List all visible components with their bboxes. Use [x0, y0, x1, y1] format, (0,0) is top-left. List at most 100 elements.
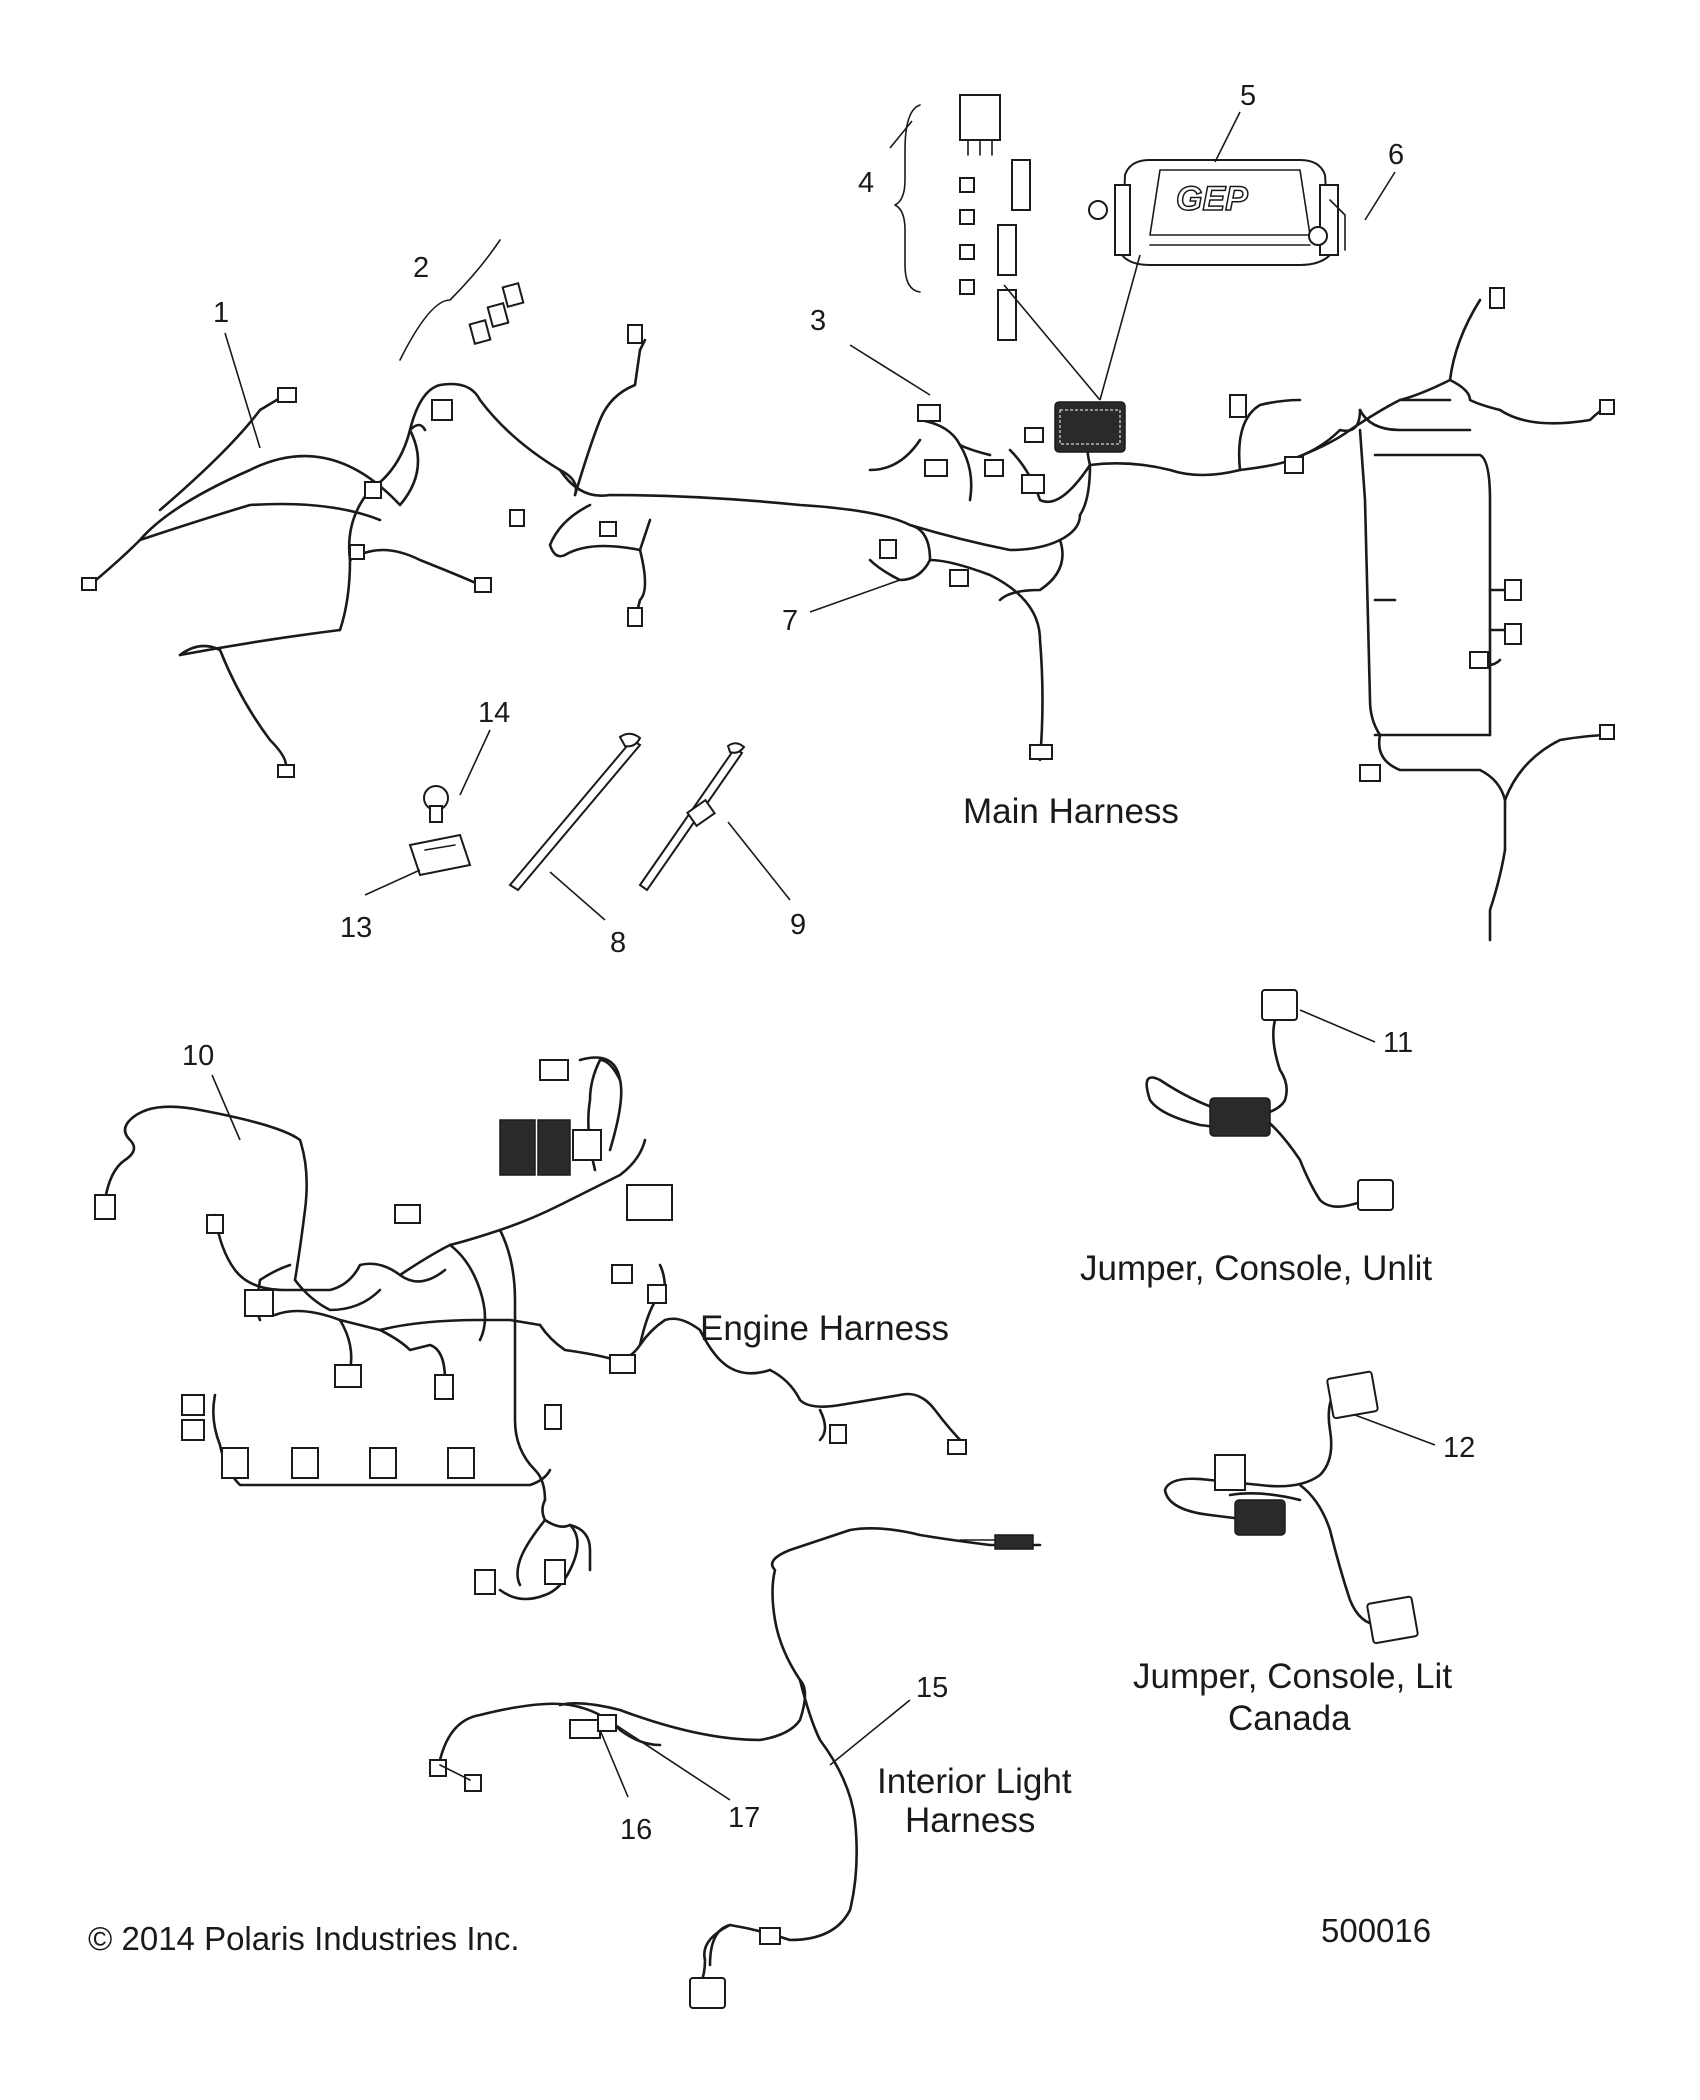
cable-tie-9	[638, 742, 746, 892]
connector-icon	[539, 1059, 569, 1081]
terminal-icon	[464, 1774, 482, 1792]
callout-16: 16	[620, 1814, 652, 1846]
connector-icon	[689, 1977, 726, 2009]
connector-icon	[474, 1569, 496, 1595]
callout-5: 5	[1240, 80, 1256, 112]
copyright-text: © 2014 Polaris Industries Inc.	[88, 1920, 520, 1957]
connector-icon	[394, 1204, 421, 1224]
connector-icon	[626, 1184, 673, 1221]
main-harness-connectors	[81, 287, 1615, 782]
engine-harness	[103, 1056, 967, 1601]
connector-icon	[1024, 427, 1044, 443]
terminal-shells-2	[399, 239, 525, 361]
connector-icon	[544, 1559, 566, 1585]
screw-icon	[1308, 226, 1328, 246]
mini-fuse-icon	[959, 177, 975, 295]
connector-icon	[917, 404, 941, 422]
callout-2: 2	[413, 252, 429, 284]
interior-light-label-line2: Harness	[905, 1801, 1035, 1840]
connector-icon	[1469, 651, 1489, 669]
group-labels: Main Harness Engine Harness Jumper, Cons…	[700, 792, 1452, 1840]
jumper-lit-label-line1: Jumper, Console, Lit	[1133, 1657, 1452, 1696]
connector-icon	[569, 1719, 601, 1739]
engine-harness-connectors	[94, 1059, 967, 1595]
ecu-connector-icon	[499, 1119, 536, 1176]
injector-connector-icon	[221, 1447, 249, 1479]
connector-icon	[829, 1424, 847, 1444]
connector-icon	[1504, 579, 1522, 601]
connector-icon	[627, 607, 643, 627]
connector-icon	[434, 1374, 454, 1400]
connector-icon	[949, 569, 969, 587]
main-harness	[88, 298, 1612, 942]
callout-1: 1	[213, 297, 229, 329]
connector-icon	[81, 577, 97, 591]
callout-10: 10	[182, 1040, 214, 1072]
edge-clip-icon	[686, 798, 716, 828]
leader-lines	[211, 111, 1436, 1801]
connector-icon	[181, 1394, 205, 1416]
connector-icon	[349, 544, 365, 560]
injector-connector-icon	[369, 1447, 397, 1479]
terminal-icon	[429, 1759, 447, 1777]
connector-icon	[1229, 394, 1247, 418]
connector-icon	[277, 387, 297, 403]
connector-icon	[994, 1534, 1034, 1550]
main-harness-label: Main Harness	[963, 792, 1179, 831]
connector-icon	[1357, 1179, 1394, 1211]
connector-icon	[244, 1289, 274, 1317]
fuse-box-connector-icon	[1054, 401, 1126, 453]
relay-and-fuses-4	[894, 94, 1031, 341]
connector-icon	[544, 1404, 562, 1430]
connector-icon	[181, 1419, 205, 1441]
connector-icon	[334, 1364, 362, 1388]
callout-8: 8	[610, 927, 626, 959]
connector-icon	[879, 539, 897, 559]
callout-11: 11	[1383, 1027, 1413, 1059]
connector-icon	[1489, 287, 1505, 309]
cable-tie-8	[508, 732, 642, 892]
connector-icon	[647, 1284, 667, 1304]
jumper-unlit-label: Jumper, Console, Unlit	[1080, 1249, 1432, 1288]
interior-light-harness	[429, 1527, 1042, 2009]
engine-harness-label: Engine Harness	[700, 1309, 949, 1348]
connector-icon	[609, 1354, 636, 1374]
connector-icon	[1599, 724, 1615, 740]
connector-icon	[1504, 623, 1522, 645]
connector-icon	[1209, 1097, 1271, 1137]
connector-icon	[627, 324, 643, 344]
callout-15: 15	[916, 1672, 948, 1704]
connector-icon	[1326, 1370, 1379, 1420]
injector-connector-icon	[447, 1447, 475, 1479]
screw-14	[423, 785, 449, 823]
connector-icon	[947, 1439, 967, 1455]
callout-4: 4	[858, 167, 874, 199]
connector-icon	[1029, 744, 1053, 760]
connector-icon	[759, 1927, 781, 1945]
fuse-box-logo: GEP	[1176, 180, 1248, 218]
connector-icon	[1599, 399, 1615, 415]
connector-icon	[94, 1194, 116, 1220]
interior-light-label-line1: Interior Light	[877, 1762, 1072, 1801]
connector-icon	[1261, 989, 1298, 1021]
relay-icon	[959, 94, 1001, 141]
ecu-connector-icon	[537, 1119, 571, 1176]
callout-7: 7	[782, 605, 798, 637]
connector-icon	[1234, 1499, 1286, 1536]
callout-14: 14	[478, 697, 510, 729]
callout-17: 17	[728, 1802, 760, 1834]
connector-icon	[924, 459, 948, 477]
jumper-lit-label-line2: Canada	[1228, 1699, 1351, 1738]
connector-icon	[1214, 1454, 1246, 1491]
connector-icon	[431, 399, 453, 421]
injector-connector-icon	[291, 1447, 319, 1479]
connector-icon	[509, 509, 525, 527]
callout-13: 13	[340, 912, 372, 944]
connector-icon	[364, 481, 382, 499]
callout-3: 3	[810, 305, 826, 337]
callout-12: 12	[1443, 1432, 1475, 1464]
connector-icon	[206, 1214, 224, 1234]
jumper-console-unlit	[1145, 989, 1394, 1211]
drawing-number: 500016	[1321, 1912, 1431, 1949]
